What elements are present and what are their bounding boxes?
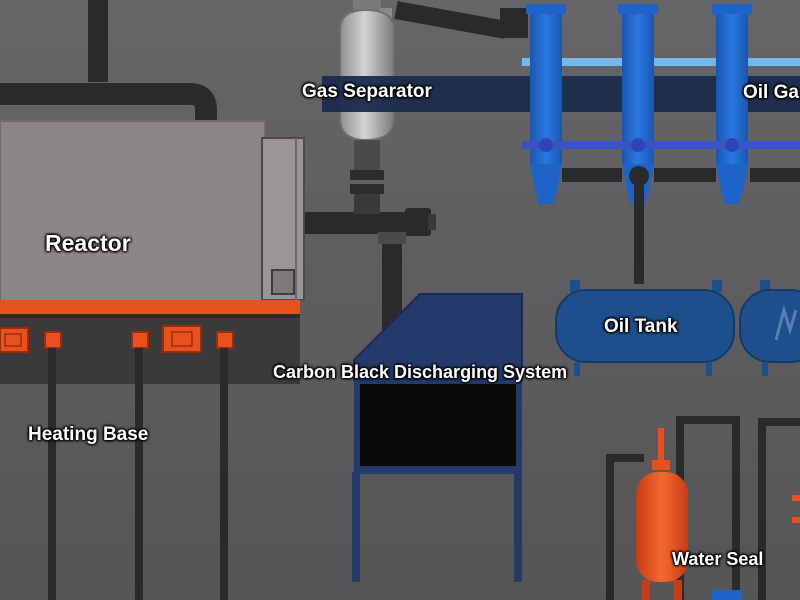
label-water-seal: Water Seal — [672, 549, 764, 569]
label-reactor: Reactor — [45, 230, 131, 256]
condensers — [522, 4, 800, 284]
heating-base — [0, 300, 300, 600]
separator-to-condenser-pipe — [394, 1, 528, 39]
label-gas-separator: Gas Separator — [302, 81, 432, 102]
reactor-outlet-pipe — [305, 208, 436, 236]
condenser-3 — [712, 4, 752, 204]
oil-tanks — [555, 280, 800, 376]
label-heating-base: Heating Base — [28, 424, 149, 445]
condenser-1 — [526, 4, 566, 204]
reactor — [0, 120, 305, 304]
label-oil-tank: Oil Tank — [604, 316, 678, 337]
water-seal — [606, 416, 800, 600]
label-carbon-black-discharging-system: Carbon Black Discharging System — [273, 362, 568, 382]
reactor-feed-pipe — [0, 0, 217, 124]
carbon-black-discharger — [352, 293, 523, 582]
label-oil-gas: Oil Ga — [743, 82, 799, 103]
